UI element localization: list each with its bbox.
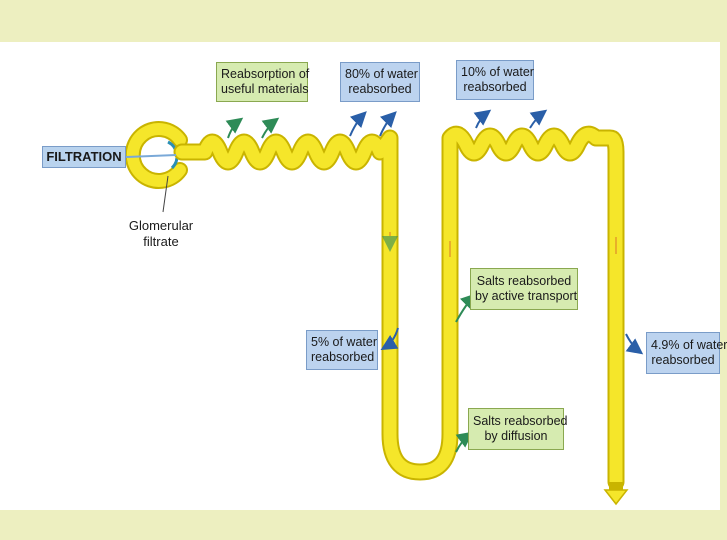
filtration-pointer [125, 154, 177, 158]
water-80-box: 80% of water reabsorbed [340, 62, 420, 102]
filtration-label: FILTRATION [42, 146, 126, 168]
glomerular-leader [162, 175, 169, 213]
nephron-tubule [173, 125, 629, 506]
water-4-9-box: 4.9% of water reabsorbed [646, 332, 727, 374]
salts-active-transport-box: Salts reabsorbed by active transport [470, 268, 578, 310]
slide: FILTRATION Glomerular filtrate Reabsorpt… [0, 42, 727, 510]
salts-diffusion-box: Salts reabsorbed by diffusion [468, 408, 568, 450]
water-5-box: 5% of water reabsorbed [306, 330, 378, 370]
glomerular-filtrate-label: Glomerular filtrate [128, 218, 194, 249]
nephron-diagram [124, 109, 644, 506]
water-10-box: 10% of water reabsorbed [456, 60, 534, 100]
reabsorption-useful-materials-box: Reabsorption of useful materials [216, 62, 309, 102]
